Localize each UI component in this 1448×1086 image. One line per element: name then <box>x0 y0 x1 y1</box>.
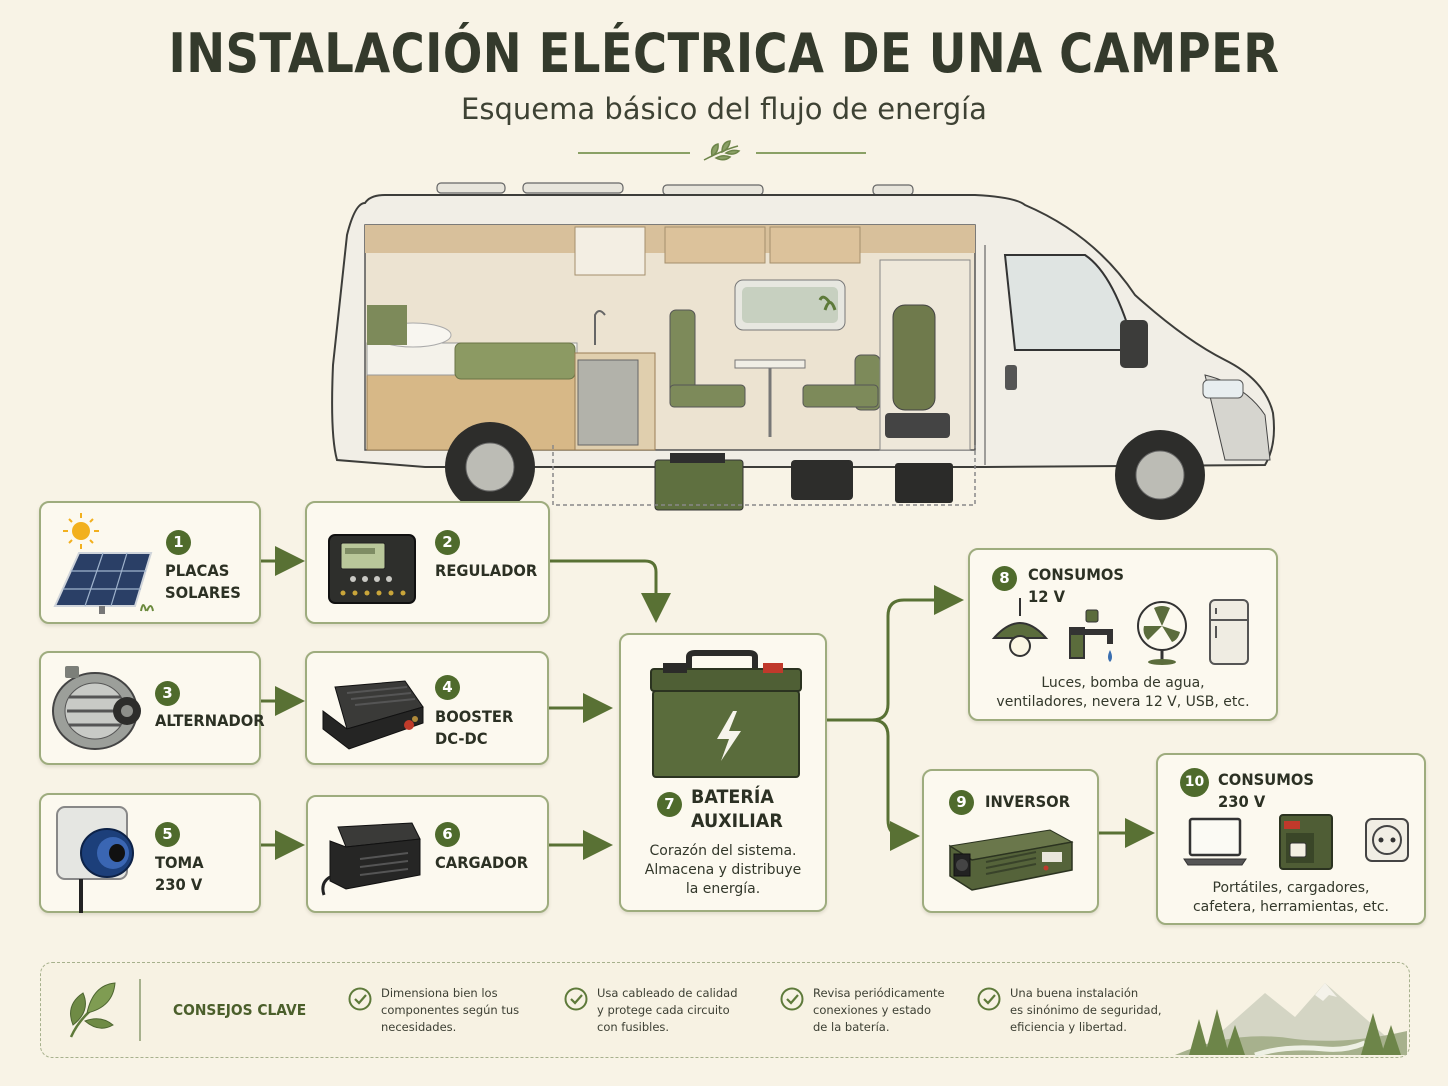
leaves-icon <box>69 982 116 1038</box>
alternator-icon <box>52 666 141 750</box>
tips-separator <box>139 979 141 1041</box>
node-description: Corazón del sistema.Almacena y distribuy… <box>644 843 802 897</box>
mountain-landscape-icon <box>1175 983 1407 1058</box>
node-number-badge: 8 <box>992 566 1017 591</box>
node-label: CARGADOR <box>435 853 529 872</box>
check-circle-icon <box>977 987 1001 1011</box>
node-charger: 6 CARGADOR <box>306 795 549 913</box>
charge-regulator-icon <box>328 534 416 604</box>
fan-icon <box>1137 601 1187 665</box>
dc-loads-icon <box>991 598 1249 665</box>
node-number-badge: 6 <box>435 822 460 847</box>
power-outlet-icon <box>1365 818 1409 862</box>
page-subtitle: Esquema básico del flujo de energía <box>461 92 987 126</box>
water-tap-icon <box>1069 609 1113 662</box>
node-regulator: 2 REGULADOR <box>305 501 550 624</box>
check-circle-icon <box>348 987 372 1011</box>
page-title: INSTALACIÓN ELÉCTRICA DE UNA CAMPER <box>168 22 1280 85</box>
node-number-badge: 10 <box>1180 768 1209 797</box>
coffee-maker-icon <box>1279 814 1333 870</box>
fridge-icon <box>1209 599 1249 665</box>
tips-title: CONSEJOS CLAVE <box>173 1001 307 1019</box>
arrow-2-7 <box>550 559 671 623</box>
node-label: ALTERNADOR <box>155 711 265 730</box>
node-label: INVERSOR <box>985 792 1071 811</box>
solar-panel-icon <box>53 513 154 614</box>
lamp-icon <box>991 598 1049 657</box>
leaf-icon <box>703 140 741 161</box>
arrow-7-8 <box>826 585 964 722</box>
node-number-badge: 2 <box>435 530 460 555</box>
title-divider <box>578 140 866 161</box>
arrow-7-9 <box>871 718 920 851</box>
node-description: Portátiles, cargadores,cafetera, herrami… <box>1192 880 1389 915</box>
node-alternator: 3 ALTERNADOR <box>39 651 265 765</box>
battery-icon <box>650 650 802 778</box>
inverter-icon <box>948 829 1074 891</box>
node-number-badge: 5 <box>155 822 180 847</box>
check-circle-icon <box>780 987 804 1011</box>
node-number-badge: 7 <box>657 792 682 817</box>
check-circle-icon <box>564 987 588 1011</box>
ac-loads-icon <box>1183 814 1409 870</box>
node-inverter: 9 INVERSOR <box>922 769 1099 913</box>
node-label: REGULADOR <box>435 561 538 580</box>
shore-power-socket-icon <box>56 806 134 913</box>
laptop-icon <box>1183 817 1247 866</box>
node-description: Luces, bomba de agua,ventiladores, never… <box>996 675 1250 710</box>
node-number-badge: 1 <box>166 530 191 555</box>
node-number-badge: 3 <box>155 681 180 706</box>
node-number-badge: 9 <box>949 790 974 815</box>
charger-icon <box>321 822 421 896</box>
camper-van-illustration <box>331 182 1275 520</box>
booster-icon <box>322 680 424 750</box>
node-number-badge: 4 <box>435 675 460 700</box>
